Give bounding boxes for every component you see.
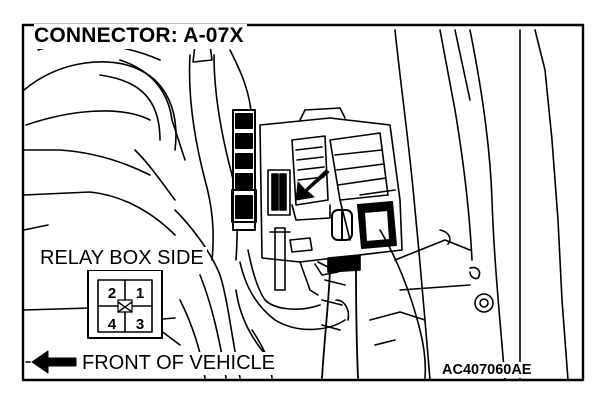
pointer-arrow-icon	[295, 169, 330, 201]
front-of-vehicle-label: FRONT OF VEHICLE	[80, 352, 279, 375]
figure-code: AC407060AE	[440, 362, 534, 378]
figure-frame	[21, 23, 585, 382]
front-direction-arrow-icon	[25, 350, 77, 374]
left-body-lines	[23, 43, 186, 236]
relay-box-side-label: RELAY BOX SIDE	[40, 247, 207, 270]
relay-stack	[231, 109, 257, 231]
left-lower-lines	[23, 209, 241, 379]
connector-face	[87, 269, 163, 339]
pin-number: 1	[135, 285, 145, 302]
relay-box-body	[259, 107, 403, 263]
pin-number: 2	[107, 285, 117, 302]
pin-number: 3	[135, 316, 145, 333]
right-body-panel	[369, 29, 569, 381]
right-relay-block	[331, 201, 397, 249]
vertical-hose	[321, 254, 361, 379]
pin-number: 4	[107, 316, 117, 333]
connector-title: CONNECTOR: A-07X	[34, 24, 247, 49]
